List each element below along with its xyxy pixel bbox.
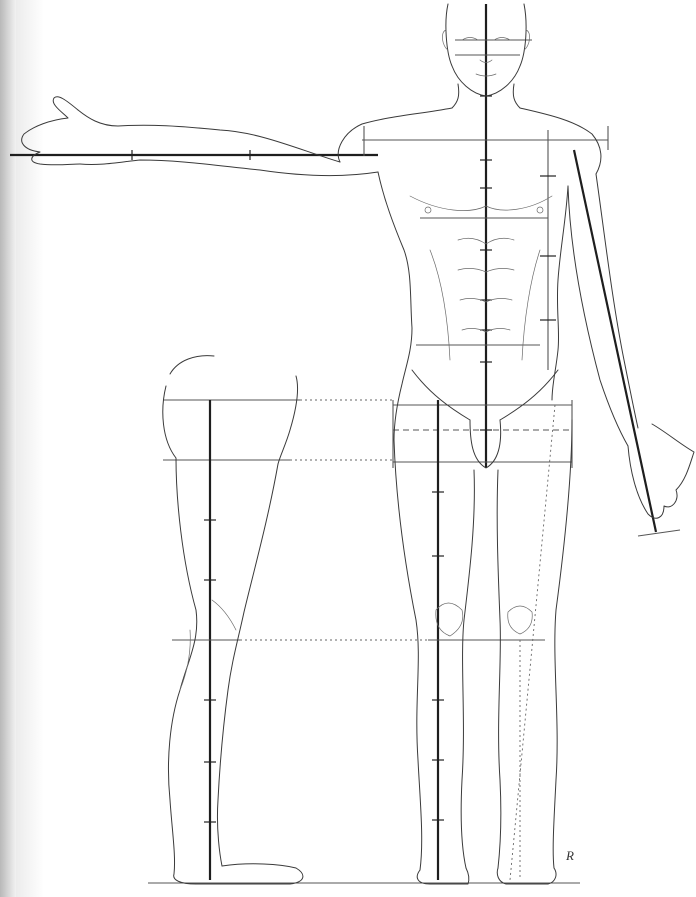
- right-kneecap: [508, 606, 533, 634]
- side-foot: [174, 864, 303, 884]
- left-kneecap: [436, 603, 463, 636]
- right-shoulder: [520, 108, 601, 174]
- right-leg-inner: [497, 470, 501, 868]
- right-leg-outer: [553, 420, 572, 868]
- left-torso-side: [378, 172, 412, 440]
- axis-tick-marks: [132, 96, 556, 822]
- arm-lower-outline: [80, 160, 378, 176]
- artist-signature: R: [566, 848, 574, 864]
- hanging-hand: [628, 424, 694, 518]
- left-leg-outer: [394, 440, 422, 870]
- proportion-guides: [10, 4, 680, 883]
- side-leg-front: [217, 464, 278, 866]
- hanging-arm-axis: [574, 150, 656, 532]
- hanging-arm-inner: [568, 186, 628, 446]
- pectorals: [410, 196, 552, 211]
- frontal-figure: [22, 4, 694, 884]
- side-figure: [163, 356, 303, 884]
- hanging-arm-outer: [596, 174, 638, 428]
- side-leg-back: [163, 386, 197, 874]
- left-leg-inner: [461, 470, 474, 868]
- buttocks-outline: [170, 356, 298, 464]
- left-foot: [417, 868, 469, 884]
- right-foot: [497, 868, 556, 884]
- hand-end-tick: [638, 530, 680, 536]
- leg-diagonal-dotted: [510, 405, 555, 880]
- right-torso-side: [552, 186, 568, 400]
